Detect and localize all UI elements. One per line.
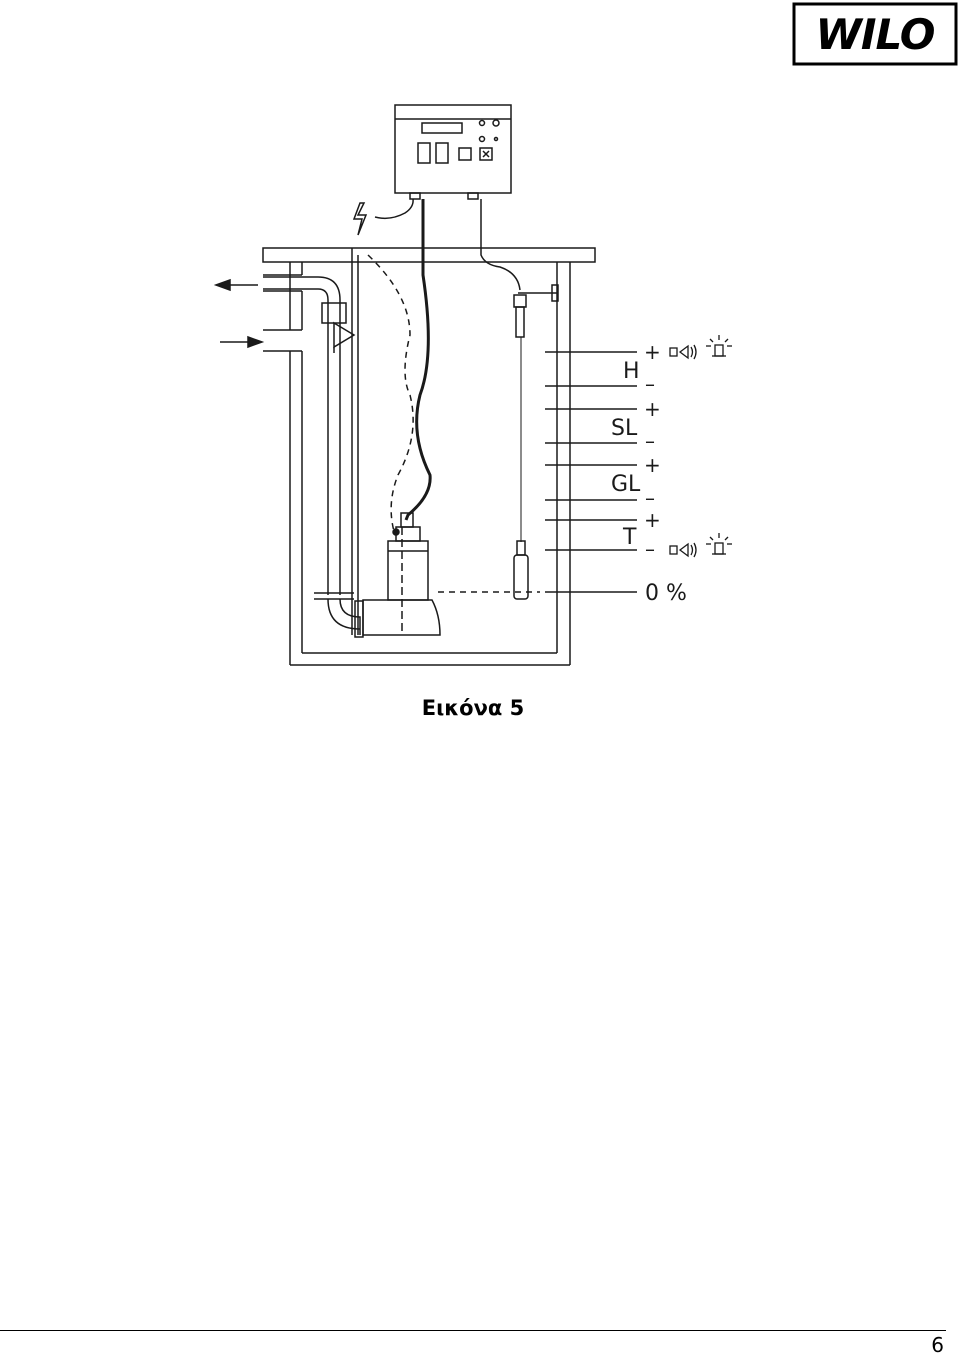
horn-icon: [669, 344, 697, 360]
submersible-pump: [362, 512, 441, 636]
warning-light-icon: [706, 533, 732, 555]
level-scale: [545, 351, 637, 593]
flow-arrows: [213, 278, 265, 349]
level-h-label: H: [623, 359, 640, 384]
warning-light-icon: [706, 335, 732, 357]
horn-icon: [669, 542, 697, 558]
page-number: 6: [931, 1333, 944, 1357]
discharge-pipe: [263, 276, 364, 638]
level-sl-label: SL: [611, 416, 638, 441]
shaft: [262, 247, 596, 666]
guide-rail: [351, 248, 359, 635]
level-gl-label: GL: [611, 472, 641, 497]
control-box: [394, 104, 512, 200]
svg-text:WILO: WILO: [816, 10, 935, 59]
footer-rule: [0, 1330, 946, 1331]
lifted-cable: [367, 254, 414, 536]
pump-cable: [404, 199, 432, 521]
lightning-icon: [352, 202, 368, 236]
level-zero-label: 0 %: [645, 581, 687, 606]
level-t-plus: +: [644, 508, 661, 532]
level-t-minus: –: [645, 537, 655, 561]
level-sl-minus: –: [645, 429, 655, 453]
level-t-label: T: [622, 525, 637, 550]
level-gl-minus: –: [645, 486, 655, 510]
level-sensor: [513, 284, 559, 600]
pump-shaft-diagram: + H – + SL – + GL – + T – 0 %: [213, 104, 732, 666]
level-sl-plus: +: [644, 397, 661, 421]
level-h-minus: –: [645, 372, 655, 396]
level-gl-plus: +: [644, 453, 661, 477]
figure-caption: Εικόνα 5: [421, 696, 525, 720]
sensor-cable: [480, 199, 521, 291]
wilo-logo: WILO: [792, 2, 958, 66]
level-h-plus: +: [644, 340, 661, 364]
